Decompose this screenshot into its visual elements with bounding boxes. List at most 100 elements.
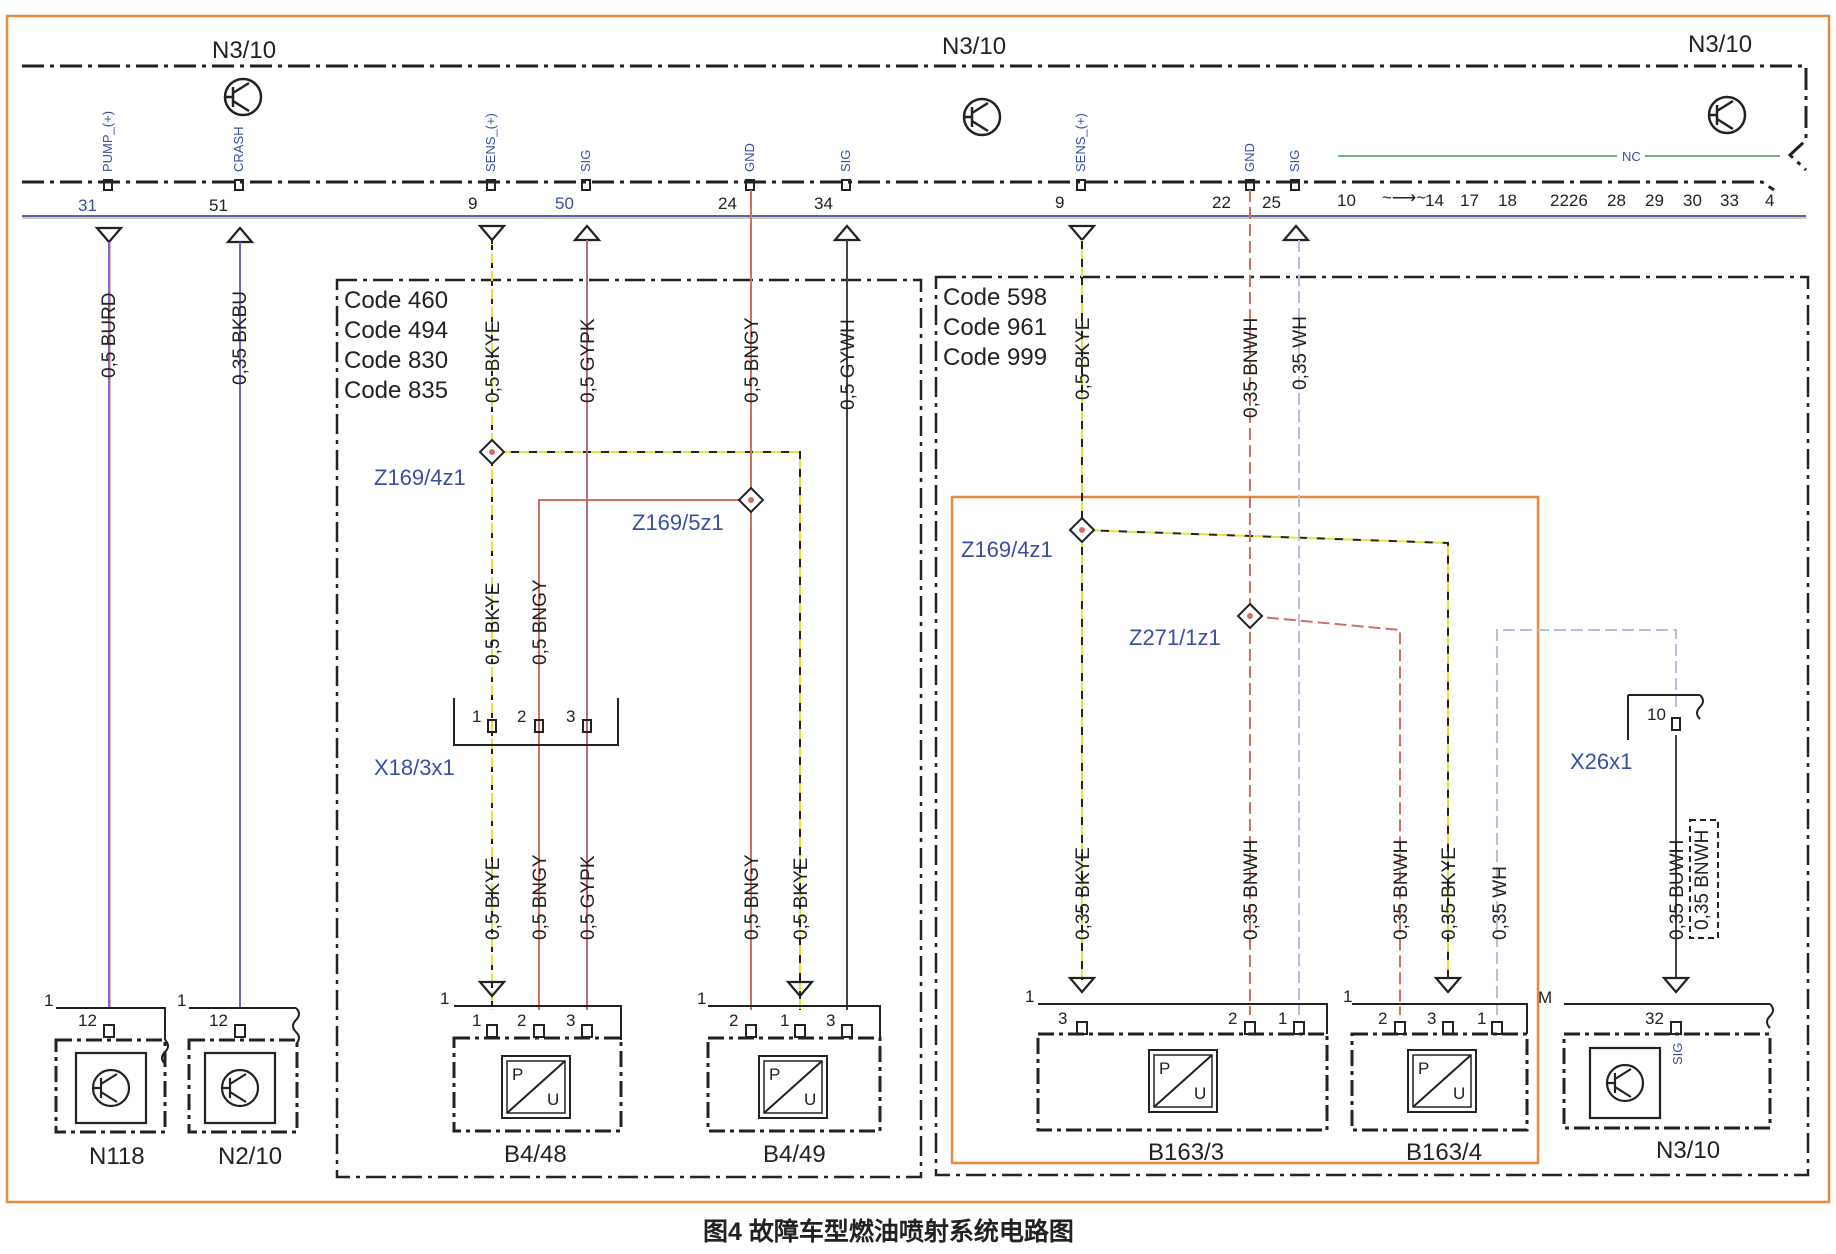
code-left-2: Code 494 — [344, 317, 448, 344]
pin-50: 50 — [555, 194, 574, 213]
pin-24: 24 — [718, 194, 737, 213]
node-x26x1: X26x1 — [1570, 749, 1632, 774]
pin-22: 22 — [1212, 193, 1231, 212]
svg-text:2: 2 — [517, 707, 526, 726]
pin-name-gnd-1: GND — [742, 143, 757, 172]
node-z169-4z1-a: Z169/4z1 — [374, 465, 466, 490]
wire-label: 0,5 BNGY — [530, 579, 551, 665]
pin-name-nc: NC — [1622, 149, 1641, 164]
pin-34: 34 — [814, 194, 833, 213]
wire-label: 0,5 BKYE — [1073, 318, 1094, 400]
svg-text:U: U — [1453, 1084, 1465, 1103]
wire-label: 0,5 BKYE — [483, 583, 504, 665]
arrow-down-icon — [94, 226, 124, 244]
wire-label: 0,5 BNGY — [742, 317, 763, 403]
svg-text:3: 3 — [1427, 1009, 1436, 1028]
component-b448 — [452, 1036, 623, 1133]
wire-label: 0,35 WH — [1290, 316, 1311, 390]
wire-label: 0,35 BKYE — [1073, 847, 1094, 940]
pressure-sensor-icon: P U — [1407, 1049, 1477, 1113]
arrow-down-icon — [477, 224, 507, 242]
arrow-up-icon — [572, 224, 602, 242]
wire-label: 0,35 BNWH — [1241, 840, 1262, 940]
component-label-b448: B4/48 — [504, 1141, 567, 1168]
component-label-b1633: B163/3 — [1148, 1139, 1224, 1166]
wire-label: 0,35 BKBU — [230, 291, 251, 385]
svg-text:U: U — [547, 1090, 559, 1109]
component-b1633 — [1036, 1032, 1329, 1132]
pin-31: 31 — [78, 196, 97, 215]
svg-text:P: P — [1418, 1059, 1429, 1078]
svg-text:M: M — [1538, 988, 1552, 1007]
transistor-icon — [223, 77, 263, 117]
wire-label: 0,5 BKYE — [483, 321, 504, 403]
svg-text:SIG: SIG — [1670, 1043, 1685, 1065]
pressure-sensor-icon: P U — [758, 1055, 828, 1119]
highlight-box — [950, 495, 1540, 1165]
pin-name-sens-2: SENS_(+) — [1073, 113, 1088, 172]
code-group-left — [335, 278, 923, 1179]
svg-text:2: 2 — [729, 1011, 738, 1030]
arrow-down-icon — [1067, 976, 1097, 994]
svg-text:U: U — [804, 1090, 816, 1109]
svg-text:P: P — [1159, 1059, 1170, 1078]
outer-border — [5, 14, 1831, 1204]
svg-text:1: 1 — [1343, 987, 1352, 1006]
svg-text:3: 3 — [566, 1011, 575, 1030]
arrow-up-icon — [225, 226, 255, 244]
ecu-label-right: N3/10 — [1688, 31, 1752, 58]
component-label-b449: B4/49 — [763, 1141, 826, 1168]
arrow-down-icon — [477, 980, 507, 998]
pin-name-sig-3: SIG — [1287, 150, 1302, 172]
svg-text:3: 3 — [826, 1011, 835, 1030]
node-z169-4z1-b: Z169/4z1 — [961, 537, 1053, 562]
pin-30: 30 — [1683, 191, 1702, 210]
code-left-1: Code 460 — [344, 287, 448, 314]
arrow-down-icon — [785, 980, 815, 998]
pin-9a: 9 — [468, 194, 477, 213]
ecu-label-left: N3/10 — [212, 37, 276, 64]
pin-2226: 2226 — [1550, 191, 1588, 210]
code-right-2: Code 961 — [943, 314, 1047, 341]
arrow-up-icon — [832, 224, 862, 242]
component-label-b1634: B163/4 — [1406, 1139, 1482, 1166]
wire-label: 0,35 BNWH — [1241, 318, 1262, 418]
svg-text:2: 2 — [1228, 1009, 1237, 1028]
wire-label: 0,5 BNGY — [742, 854, 763, 940]
wire-label: 0,5 BNGY — [530, 854, 551, 940]
svg-text:U: U — [1194, 1084, 1206, 1103]
component-b449 — [706, 1036, 882, 1133]
svg-text:1: 1 — [697, 989, 706, 1008]
wire-label: 0,35 BUWH — [1667, 840, 1688, 940]
pin-28: 28 — [1607, 191, 1626, 210]
component-n118 — [54, 1038, 167, 1134]
wire-label: 0,5 GYPK — [578, 855, 599, 940]
ecu-enclosure-top — [22, 64, 1808, 172]
code-right-1: Code 598 — [943, 284, 1047, 311]
pin-51: 51 — [209, 196, 228, 215]
svg-text:P: P — [512, 1065, 523, 1084]
svg-text:1: 1 — [1477, 1009, 1486, 1028]
component-n210 — [187, 1038, 299, 1134]
wire-label: 0,35 BNWH — [1692, 830, 1713, 930]
ecu-label-center: N3/10 — [942, 33, 1006, 60]
pin-4: 4 — [1765, 191, 1774, 210]
pin-29: 29 — [1645, 191, 1664, 210]
svg-text:P: P — [769, 1065, 780, 1084]
pin-25: 25 — [1262, 193, 1281, 212]
transistor-icon — [962, 97, 1002, 137]
svg-text:1: 1 — [44, 991, 53, 1010]
pin-9b: 9 — [1055, 193, 1064, 212]
pin-17: 17 — [1460, 191, 1479, 210]
wire-label: 0,5 BKYE — [791, 858, 812, 940]
component-label-n118: N118 — [89, 1143, 145, 1170]
code-left-3: Code 830 — [344, 347, 448, 374]
ecu-enclosure-bottom — [22, 180, 1775, 192]
wire-label: 0,5 BURD — [99, 292, 120, 378]
wire-label: 0,5 BKYE — [483, 858, 504, 940]
pin-name-sens-1: SENS_(+) — [483, 113, 498, 172]
arrow-down-icon — [1661, 976, 1691, 994]
wire-label: 0,35 BNWH — [1391, 840, 1412, 940]
svg-text:2: 2 — [517, 1011, 526, 1030]
